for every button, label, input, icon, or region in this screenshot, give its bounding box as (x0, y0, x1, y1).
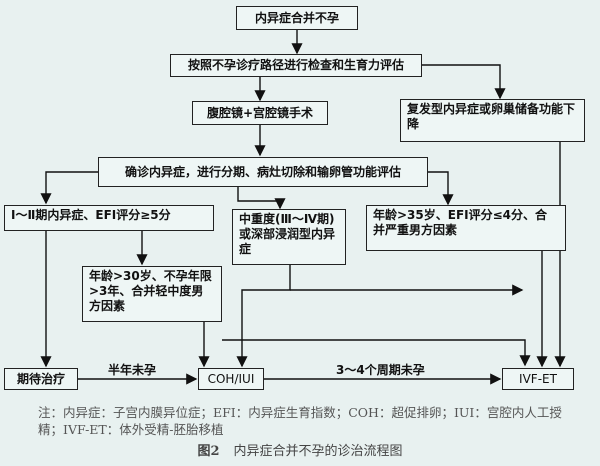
figure-caption: 图2 内异症合并不孕的诊治流程图 (0, 440, 600, 459)
edge-stage34-coh (236, 265, 291, 368)
caption-label: 图2 (197, 444, 220, 459)
edge-eval-recurrent (420, 64, 506, 100)
node-eval: 按照不孕诊疗路径进行检查和生育力评估 (170, 54, 422, 77)
node-laparoscopy: 腹腔镜+宫腔镜手术 (192, 101, 328, 125)
edge-label-cycles: 3～4个周期未孕 (336, 363, 425, 377)
node-coh: COH/IUI (198, 368, 264, 390)
node-ivf: IVF-ET (502, 368, 574, 390)
node-expectant: 期待治疗 (4, 368, 78, 390)
node-top: 内异症合并不孕 (236, 6, 358, 30)
caption-text: 内异症合并不孕的诊治流程图 (233, 444, 403, 459)
edge-label-half-year: 半年未孕 (108, 363, 157, 377)
node-age30: 年龄>30岁、不孕年限>3年、合并轻中度男方因素 (82, 266, 222, 322)
node-stage12: Ⅰ～Ⅱ期内异症、EFI评分≥5分 (4, 205, 214, 231)
edge-age30-ivf (222, 339, 531, 367)
node-diagnose: 确诊内异症，进行分期、病灶切除和输卵管功能评估 (98, 157, 428, 187)
node-age35: 年龄>35岁、EFI评分≤4分、合并严重男方因素 (366, 205, 566, 251)
edge-diagnose-stage12 (40, 171, 98, 205)
node-stage34: 中重度(Ⅲ～Ⅳ期)或深部浸润型内异症 (232, 209, 346, 265)
node-recurrent: 复发型内异症或卵巢储备功能下降 (400, 99, 585, 142)
edge-diagnose-age35 (428, 171, 454, 206)
footnote: 注：内异症：子宫内膜异位症；EFI：内异症生育指数；COH：超促排卵；IUI：宫… (38, 405, 562, 437)
edge-diagnose-stage34 (237, 187, 286, 210)
